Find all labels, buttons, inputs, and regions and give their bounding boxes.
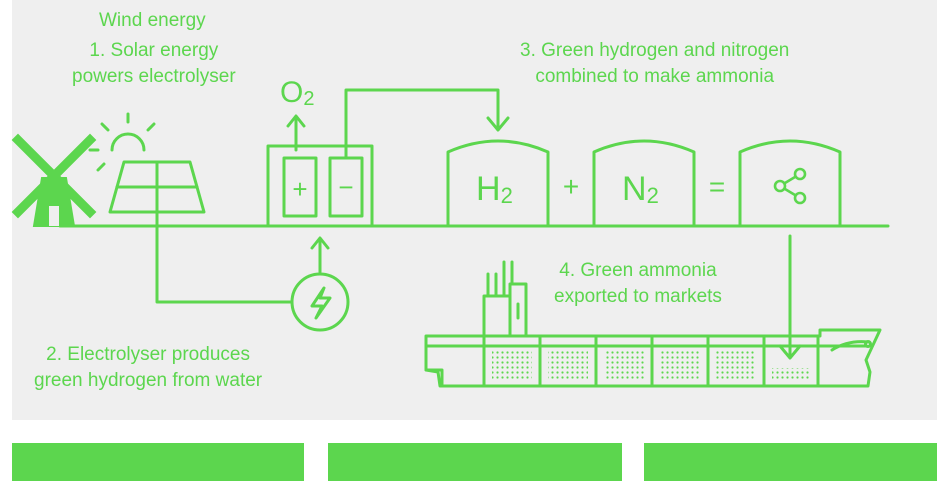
- card-tile-2[interactable]: [328, 443, 622, 481]
- card-tile-3[interactable]: [644, 443, 937, 481]
- step4-label: 4. Green ammonia exported to markets: [554, 258, 722, 310]
- windmill-icon: [11, 133, 97, 227]
- green-ammonia-diagram: O2 + − H2 + N2 =: [11, 76, 890, 388]
- step3-label: 3. Green hydrogen and nitrogen combined …: [520, 38, 789, 90]
- step2-line1: 2. Electrolyser produces: [46, 344, 250, 365]
- step2-label: 2. Electrolyser produces green hydrogen …: [34, 342, 262, 394]
- anode-symbol: +: [292, 174, 307, 204]
- step1-label: 1. Solar energy powers electrolyser: [72, 38, 236, 90]
- wind-energy-label: Wind energy: [99, 10, 206, 31]
- ship-icon: [424, 260, 882, 388]
- sun-icon: [88, 112, 156, 172]
- step2-line2: green hydrogen from water: [34, 370, 263, 391]
- step1-line2: powers electrolyser: [72, 66, 236, 87]
- step4-line1: 4. Green ammonia: [559, 260, 717, 281]
- nitrogen-symbol: N2: [622, 170, 659, 208]
- step3-line1: 3. Green hydrogen and nitrogen: [520, 40, 790, 61]
- step4-line2: exported to markets: [554, 286, 722, 307]
- electrolyser-icon: [266, 88, 510, 274]
- lightning-icon: [290, 272, 350, 332]
- cargo-containers: [492, 351, 810, 380]
- share-icon: [773, 167, 807, 205]
- ammonia-tank: [738, 139, 842, 228]
- solar-panel-icon: [108, 160, 294, 304]
- step1-line1: 1. Solar energy: [89, 40, 219, 61]
- card-tile-1[interactable]: [12, 443, 304, 481]
- plus-symbol: +: [563, 171, 579, 202]
- nitrogen-tank: [592, 139, 696, 228]
- hydrogen-symbol: H2: [476, 170, 513, 208]
- oxygen-symbol: O2: [280, 76, 314, 110]
- equals-symbol: =: [709, 171, 725, 202]
- hydrogen-tank: [446, 139, 550, 228]
- cathode-symbol: −: [338, 172, 353, 202]
- step3-line2: combined to make ammonia: [535, 66, 775, 87]
